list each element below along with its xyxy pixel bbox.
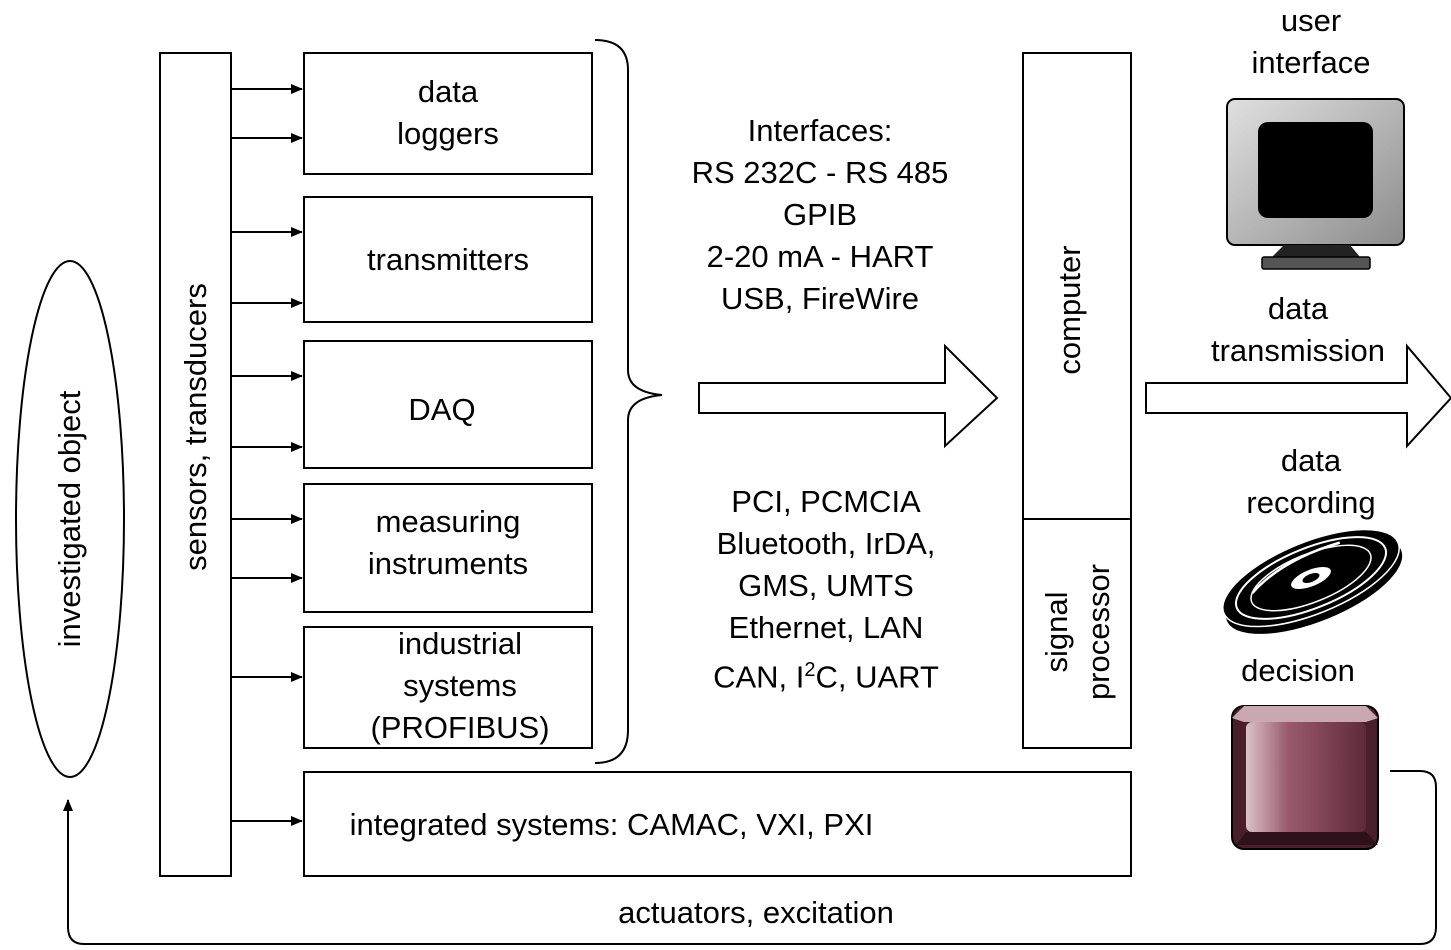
measuring-instruments-box (303, 483, 593, 613)
can-i2c-uart-line: CAN, I2C, UART (713, 659, 939, 695)
user-interface-label: user interface (1251, 3, 1371, 80)
industrial-systems-label: industrial systems (PROFIBUS) (370, 626, 550, 745)
computer-label: computer (1052, 245, 1087, 375)
investigated-object-ellipse (15, 260, 125, 778)
daq-label: DAQ (408, 392, 476, 427)
data-loggers-label: data loggers (397, 74, 499, 151)
integrated-systems-label: integrated systems: CAMAC, VXI, PXI (349, 807, 874, 842)
data-loggers-box (303, 52, 593, 175)
data-recording-label: data recording (1246, 443, 1376, 520)
data-transmission-label: data transmission (1211, 291, 1385, 368)
interfaces-bottom-list: PCI, PCMCIA Bluetooth, IrDA, GMS, UMTS E… (640, 481, 1012, 698)
sensors-column (159, 52, 232, 877)
feedback-line (63, 770, 1437, 945)
data-transmission-arrow (1145, 343, 1451, 449)
interfaces-arrow (698, 343, 999, 449)
actuators-label: actuators, excitation (618, 895, 894, 930)
interfaces-top-list: Interfaces: RS 232C - RS 485 GPIB 2-20 m… (691, 113, 949, 316)
sensors-label: sensors, transducers (178, 283, 213, 571)
measuring-instruments-label: measuring instruments (367, 504, 529, 581)
grouping-brace (594, 39, 663, 764)
transmitters-box (303, 196, 593, 323)
integrated-systems-box (303, 771, 1132, 877)
decision-label: decision (1241, 653, 1355, 688)
signal-processor-label: signal processor (1039, 563, 1116, 701)
daq-box (303, 340, 593, 469)
transmitters-label: transmitters (367, 242, 529, 277)
investigated-object-label: investigated object (52, 390, 87, 648)
decision-button-icon (1231, 705, 1379, 850)
sensor-arrows (231, 84, 303, 826)
computer-box (1022, 52, 1132, 749)
industrial-systems-box (303, 626, 593, 749)
disc-icon (1222, 528, 1403, 634)
monitor-icon (1226, 98, 1405, 270)
